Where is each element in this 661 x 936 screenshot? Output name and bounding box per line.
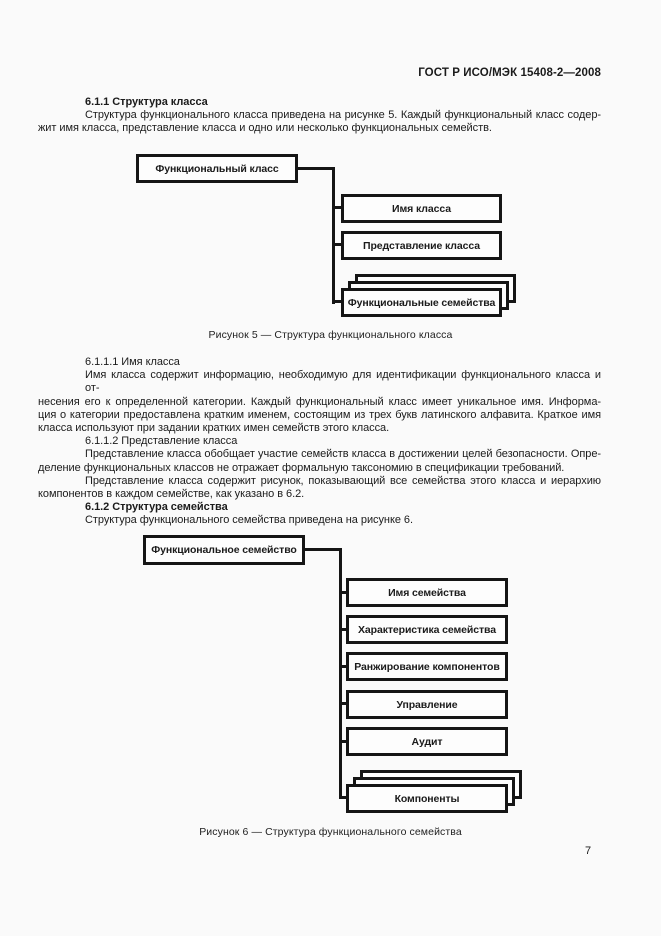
text-line: ция о категории предоставлена кратким им… <box>38 408 601 421</box>
fig6-connector-stub-2 <box>339 628 347 631</box>
fig5-root-box: Функциональный класс <box>136 154 298 183</box>
fig6-connector-stub-3 <box>339 665 347 668</box>
paragraph-6-1-1-2-b: Представление класса содержит рисунок, п… <box>38 475 601 501</box>
fig5-connector-stub-2 <box>332 243 341 246</box>
text-line: класса используют при задании кратких им… <box>38 422 390 435</box>
text-line: жит имя класса, представление класса и о… <box>38 122 492 135</box>
heading-6-1-1: 6.1.1 Структура класса <box>85 96 208 108</box>
fig5-connector-horizontal <box>296 167 335 170</box>
paragraph-6-1-1-1: Имя класса содержит информацию, необходи… <box>38 369 601 435</box>
section-611: 6.1.1 Структура класса Структура функцио… <box>38 96 601 136</box>
text-line: несения его к определенной категории. Ка… <box>38 395 601 408</box>
text-line: компонентов в каждом семействе, как указ… <box>38 488 305 501</box>
fig6-box-family-name: Имя семейства <box>346 578 508 607</box>
fig5-box-class-name: Имя класса <box>341 194 502 223</box>
fig5-connector-stub-3 <box>332 300 341 303</box>
fig6-connector-stub-6 <box>339 796 347 799</box>
fig6-connector-stub-1 <box>339 591 347 594</box>
fig6-connector-vertical <box>339 548 342 799</box>
text-line: Представление класса содержит рисунок, п… <box>85 474 601 487</box>
fig6-box-audit: Аудит <box>346 727 508 756</box>
paragraph-6-1-1-2-a: Представление класса обобщает участие се… <box>38 448 601 474</box>
fig6-connector-horizontal <box>303 548 342 551</box>
heading-6-1-1-2: 6.1.1.2 Представление класса <box>85 435 238 448</box>
fig6-connector-stub-5 <box>339 740 347 743</box>
fig6-box-components: Компоненты <box>346 784 508 813</box>
fig6-root-box: Функциональное семейство <box>143 535 305 565</box>
figure5-caption: Рисунок 5 — Структура функционального кл… <box>208 329 453 341</box>
text-line: Представление класса обобщает участие се… <box>85 448 601 461</box>
text-line: Структура функционального семейства прив… <box>85 514 413 527</box>
fig5-box-class-presentation: Представление класса <box>341 231 502 260</box>
heading-6-1-1-1: 6.1.1.1 Имя класса <box>85 356 180 368</box>
fig6-connector-stub-4 <box>339 702 347 705</box>
page-number: 7 <box>584 845 592 857</box>
fig6-box-component-ranking: Ранжирование компонентов <box>346 652 508 681</box>
fig5-box-functional-families: Функциональные семейства <box>341 288 502 317</box>
doc-code-header: ГОСТ Р ИСО/МЭК 15408-2—2008 <box>418 67 601 79</box>
text-line: деление функциональных классов не отража… <box>38 461 565 474</box>
fig6-box-family-characteristic: Характеристика семейства <box>346 615 508 644</box>
figure6-caption: Рисунок 6 — Структура функционального се… <box>199 826 462 838</box>
paragraph-6-1-2: Структура функционального семейства прив… <box>38 514 601 527</box>
fig5-connector-vertical <box>332 167 335 304</box>
section-6111-to-612: 6.1.1.1 Имя класса Имя класса содержит и… <box>38 356 601 528</box>
fig6-box-management: Управление <box>346 690 508 719</box>
text-line: Структура функционального класса приведе… <box>85 109 601 122</box>
text-line: Имя класса содержит информацию, необходи… <box>85 369 601 395</box>
heading-6-1-2: 6.1.2 Структура семейства <box>85 501 228 514</box>
paragraph-6-1-1: Структура функционального класса приведе… <box>38 109 601 135</box>
fig5-connector-stub-1 <box>332 206 341 209</box>
